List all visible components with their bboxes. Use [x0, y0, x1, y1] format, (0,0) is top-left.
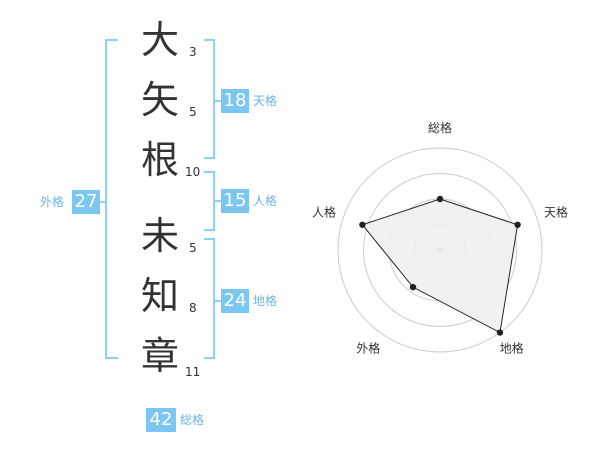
jinkaku-label: 人格	[253, 194, 278, 208]
stroke-count-2: 5	[189, 105, 197, 119]
radar-point-1	[436, 195, 444, 203]
radar-axis-label: 外格	[356, 341, 380, 356]
tenkaku-label: 天格	[253, 94, 278, 108]
soukaku-label: 総格	[180, 413, 205, 427]
stroke-count-1: 3	[189, 45, 197, 59]
stroke-count-5: 8	[189, 301, 197, 315]
radar-point-5	[359, 221, 366, 228]
name-char-3: 根	[140, 138, 179, 182]
tenkaku-value: 18	[221, 89, 249, 113]
stroke-count-3: 10	[185, 165, 201, 179]
name-char-5: 知	[140, 274, 179, 318]
tenkaku-bracket	[204, 39, 215, 159]
name-char-6: 章	[140, 334, 179, 378]
radar-axis-label: 天格	[544, 204, 568, 219]
gaikaku-value: 27	[72, 190, 100, 214]
radar-data-polygon	[361, 198, 519, 334]
radar-point-4	[409, 283, 417, 291]
name-char-4: 未	[140, 214, 179, 258]
radar-ring	[363, 173, 517, 327]
name-char-2: 矢	[140, 78, 179, 122]
stroke-count-6: 11	[185, 365, 201, 379]
chikaku-label: 地格	[253, 294, 278, 308]
radar-point-3	[496, 329, 504, 336]
chikaku-bracket	[204, 238, 215, 359]
name-char-1: 大	[140, 18, 179, 62]
radar-point-2	[514, 221, 521, 228]
radar-axis-label: 総格	[428, 120, 452, 135]
soukaku-value: 42	[146, 408, 176, 432]
gaikaku-label: 外格	[40, 195, 65, 209]
radar-axis-label: 地格	[500, 341, 524, 356]
stroke-count-4: 5	[189, 241, 197, 255]
radar-axis-label: 人格	[312, 204, 336, 219]
jinkaku-bracket	[204, 171, 215, 231]
chikaku-value: 24	[221, 289, 249, 313]
gaikaku-bracket	[105, 39, 118, 359]
jinkaku-value: 15	[221, 189, 249, 213]
